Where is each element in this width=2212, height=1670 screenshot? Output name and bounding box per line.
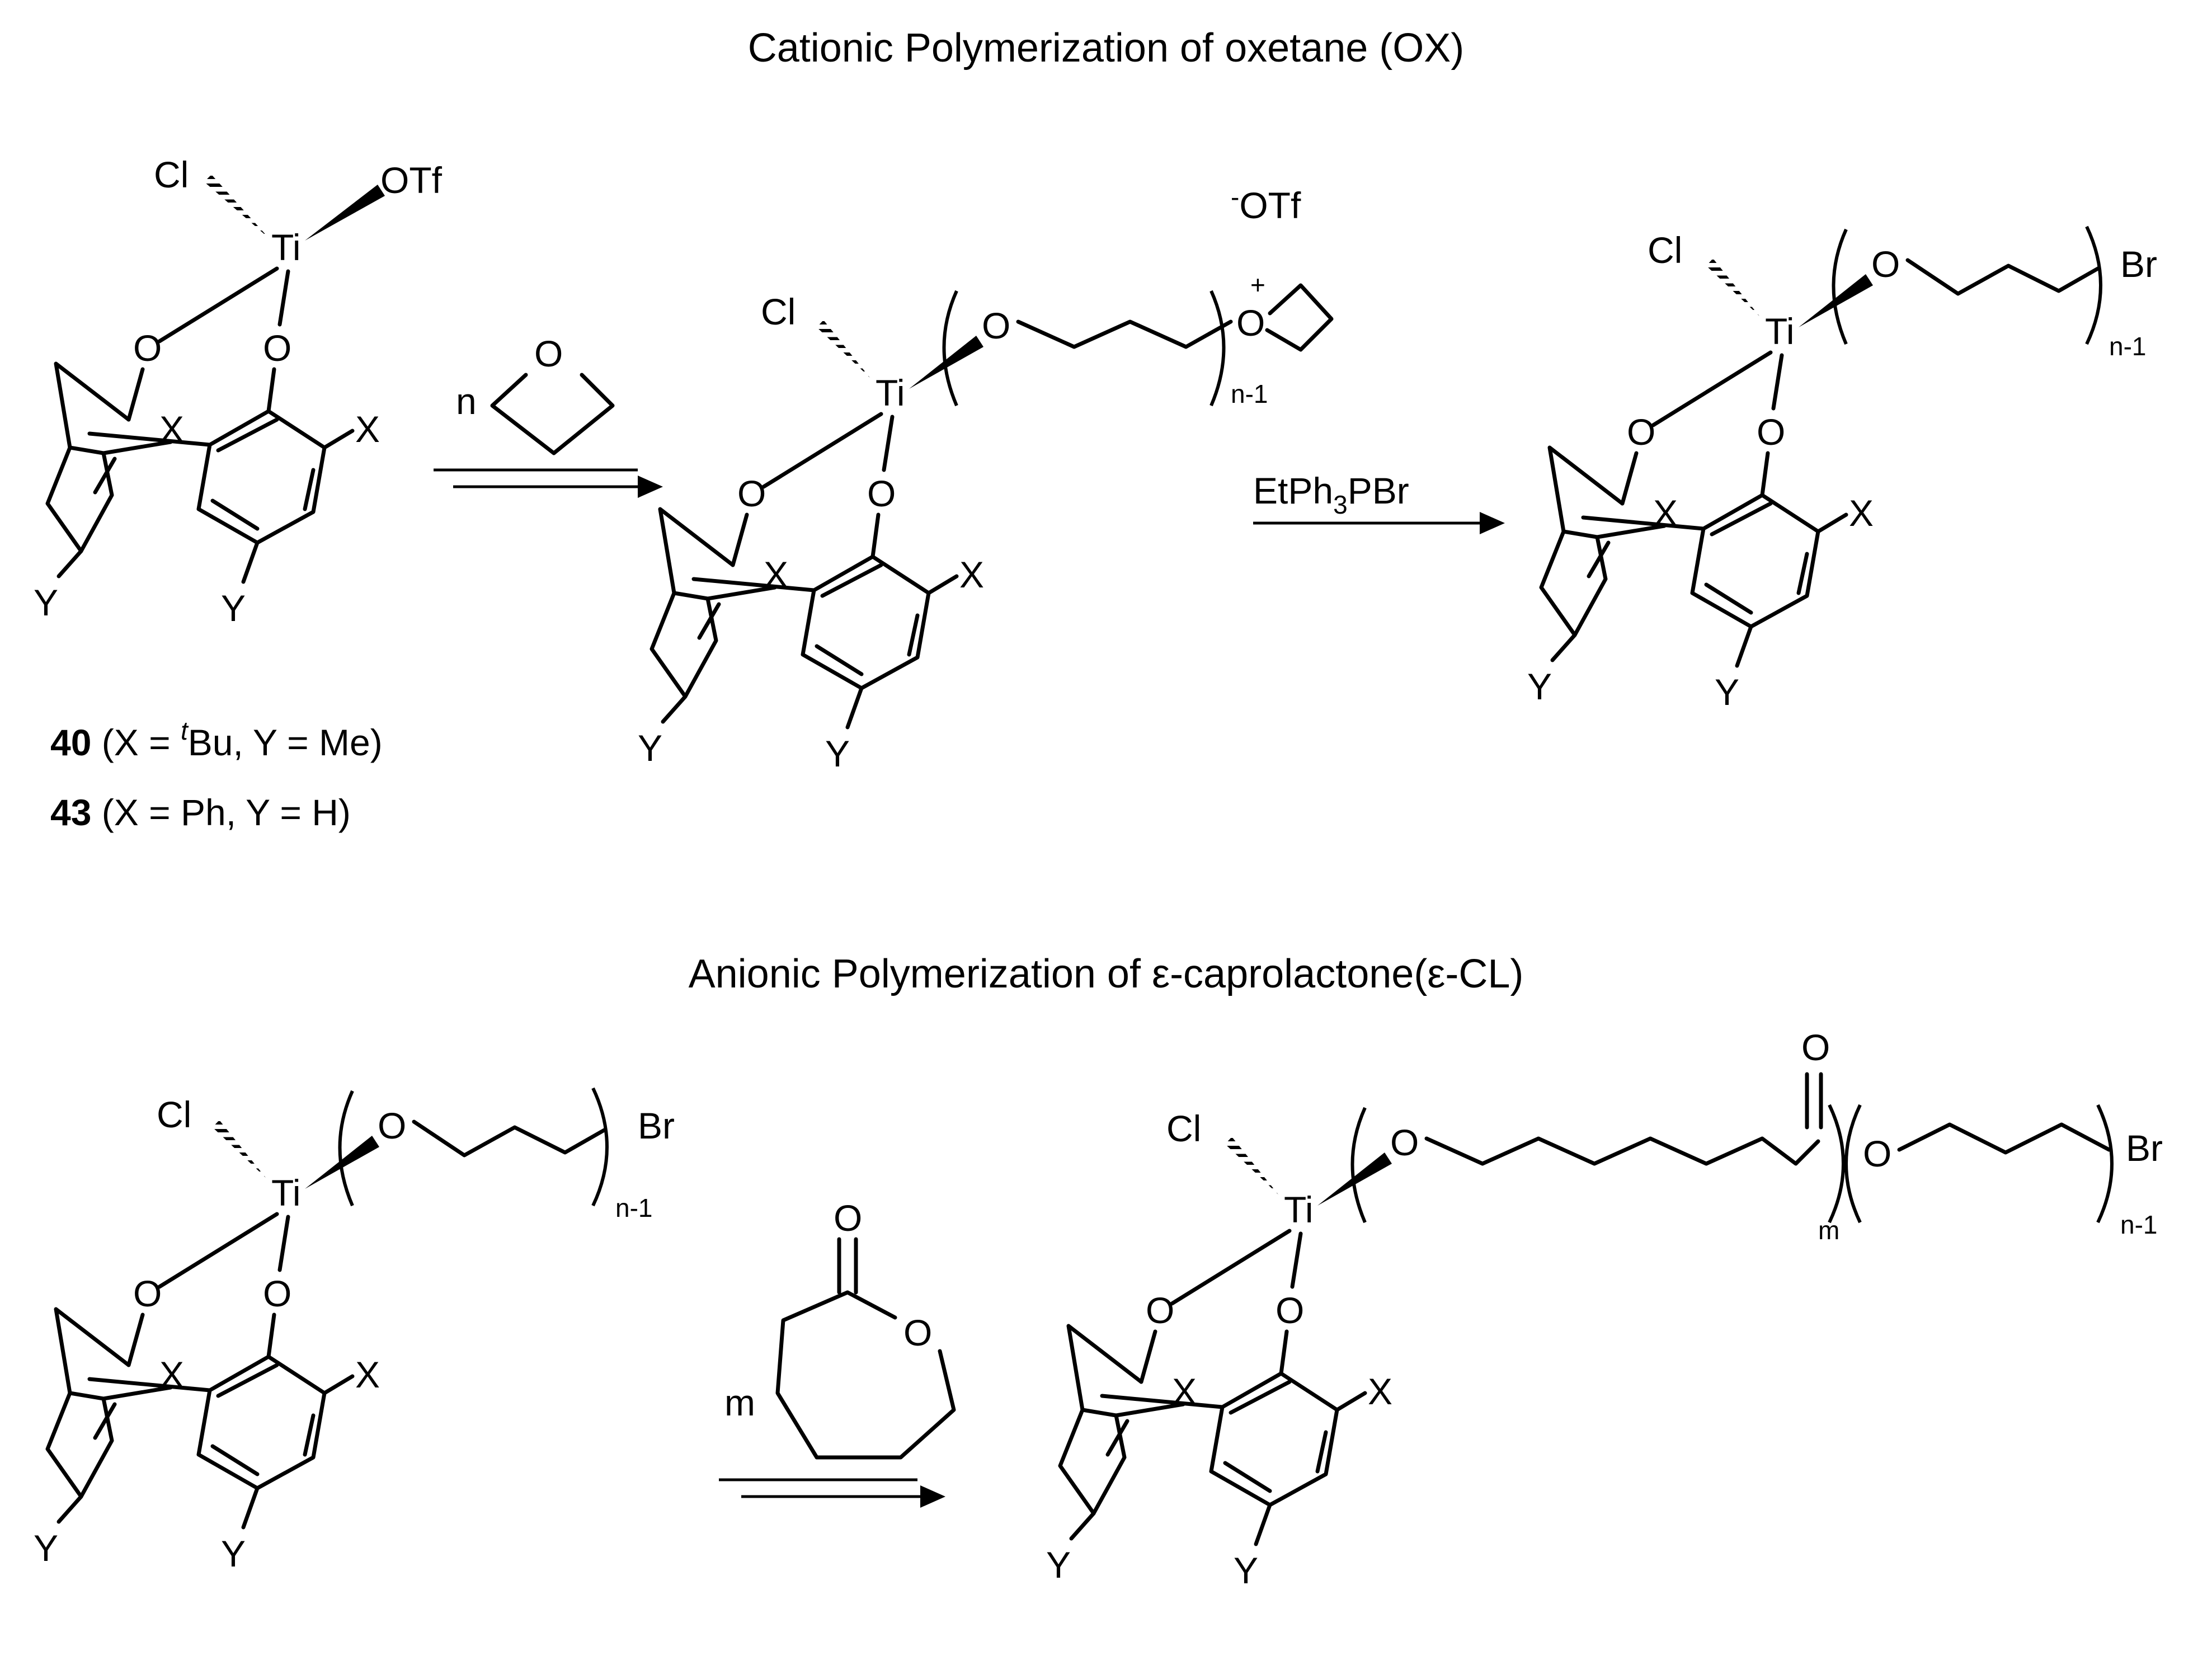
compound-43-label: 43 (X = Ph, Y = H) (50, 792, 351, 833)
oxetane-o-atom: O (534, 333, 563, 374)
br-atom: Br (2126, 1127, 2163, 1169)
title-anionic: Anionic Polymerization of ε-caprolactone… (689, 952, 1524, 996)
carbonyl-o-atom: O (834, 1197, 862, 1239)
m-subscript: m (1818, 1216, 1839, 1245)
br-atom: Br (638, 1105, 675, 1146)
title-cationic: Cationic Polymerization of oxetane (OX) (748, 26, 1465, 70)
ti-atom: Ti (1284, 1189, 1314, 1230)
cl-atom: Cl (761, 291, 796, 332)
caprolactone-reagent: O O m (724, 1197, 956, 1460)
br-atom: Br (2120, 243, 2157, 285)
complex-block-copolymer: Ti Cl O O m O Br n-1 (1046, 1027, 2163, 1591)
n-minus-1-subscript: n-1 (2109, 332, 2146, 361)
n-minus-1-subscript: n-1 (1231, 379, 1268, 408)
carbonyl-o-atom: O (1801, 1027, 1830, 1068)
ring-o-atom: O (903, 1312, 932, 1353)
o-atom-chain: O (1871, 243, 1900, 285)
ti-atom: Ti (271, 227, 301, 268)
oxonium-o-atom: O (1236, 302, 1265, 344)
o-atom-pcl: O (1390, 1122, 1419, 1163)
ti-atom: Ti (876, 372, 905, 413)
complex-br-terminated-bottom: Ti Cl O Br n-1 (34, 1087, 675, 1574)
plus-charge: + (1250, 270, 1265, 299)
complex-br-terminated-top: Ti Cl O Br n-1 (1527, 225, 2157, 713)
cl-atom: Cl (154, 154, 189, 195)
n-label: n (456, 380, 477, 422)
compound-40-label: 40 (X = tBu, Y = Me) (50, 716, 383, 763)
cl-atom: Cl (1648, 229, 1682, 271)
arrow-phosphonium: EtPh3PBr (1253, 470, 1505, 534)
o-atom-chain: O (982, 305, 1010, 346)
cl-atom: Cl (157, 1094, 191, 1135)
reagent-etph3pbr: EtPh3PBr (1253, 470, 1409, 519)
complex-40-43: Ti Cl OTf (34, 154, 443, 629)
arrow-oxetane (434, 468, 663, 498)
oxetane-reagent: n O (456, 333, 615, 455)
n-minus-1-subscript: n-1 (615, 1193, 652, 1222)
ti-atom: Ti (271, 1172, 301, 1213)
arrow-caprolactone (719, 1478, 945, 1508)
n-minus-1-subscript: n-1 (2120, 1210, 2157, 1239)
m-label: m (724, 1382, 755, 1423)
complex-cationic-propagating: Ti Cl O n-1 O + -OTf (638, 182, 1334, 774)
otf-group: OTf (380, 159, 443, 201)
cl-atom: Cl (1166, 1108, 1201, 1149)
ti-atom: Ti (1765, 311, 1795, 352)
o-atom-chain: O (378, 1105, 406, 1146)
o-atom-pox: O (1863, 1133, 1891, 1174)
counterion: -OTf (1231, 182, 1301, 226)
